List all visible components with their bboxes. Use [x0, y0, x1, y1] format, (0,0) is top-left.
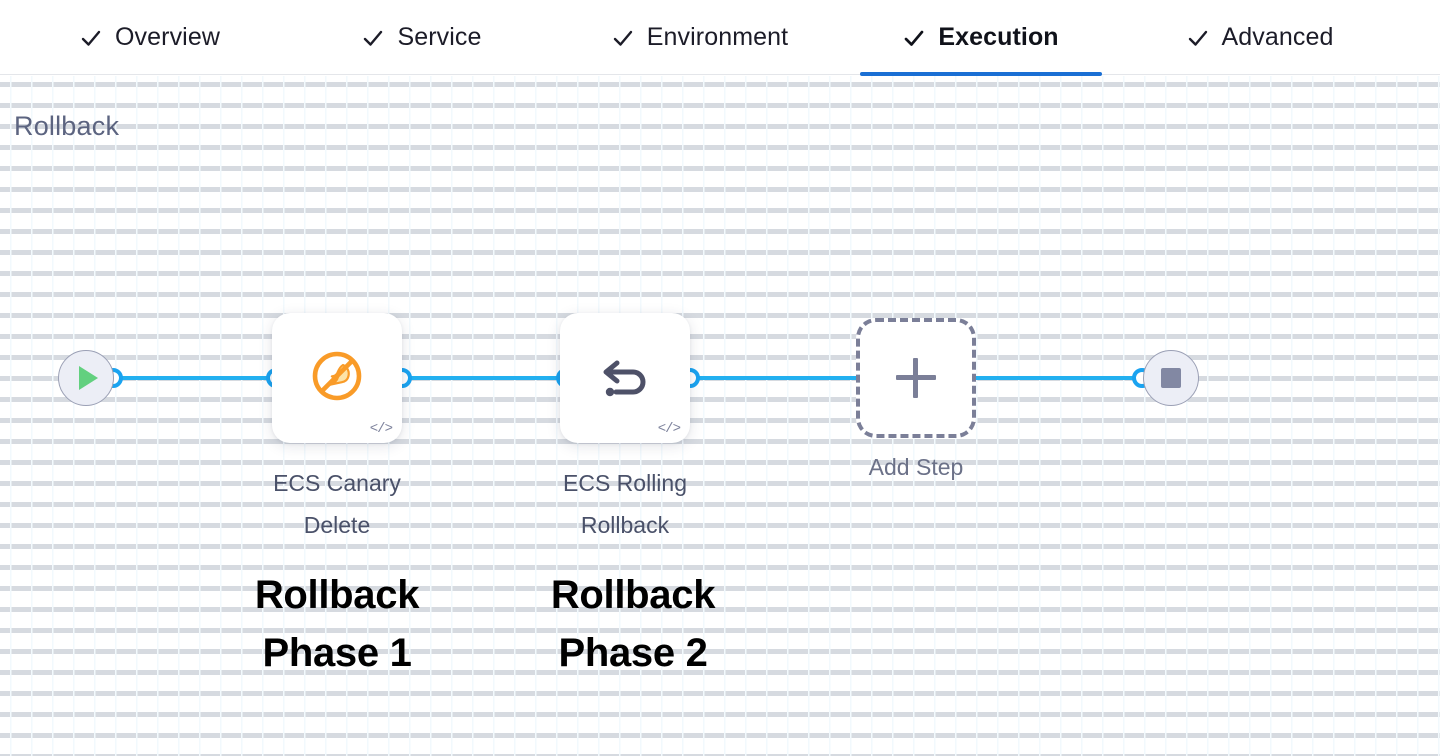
tab-service[interactable]: Service [322, 0, 522, 75]
tab-execution[interactable]: Execution [860, 0, 1102, 76]
code-badge-icon: </> [657, 421, 681, 437]
tab-active-underline [860, 72, 1102, 76]
step-label-line2: Delete [303, 512, 371, 538]
annotation-line1: Rollback [254, 573, 420, 617]
tab-label: Service [397, 23, 482, 51]
page-title: Rollback [14, 111, 120, 141]
pipeline-flow-graph: </> ECS Canary Delete Rollback Phase 1 <… [0, 76, 1440, 756]
tab-label: Advanced [1221, 23, 1334, 51]
annotation-line2: Phase 1 [262, 631, 412, 675]
edge-start-to-step1 [113, 376, 285, 380]
canary-delete-icon [309, 348, 365, 409]
tab-overview[interactable]: Overview [40, 0, 260, 75]
tab-environment[interactable]: Environment [580, 0, 820, 75]
add-step-label: Add Step [868, 454, 964, 480]
check-icon [1187, 27, 1209, 49]
tab-label: Overview [115, 23, 220, 51]
step-node-ecs-canary-delete[interactable]: </> [272, 313, 402, 443]
tab-label: Execution [938, 23, 1059, 51]
step-label-line2: Rollback [580, 512, 670, 538]
annotation-rollback-phase-2: Rollback Phase 2 [503, 566, 763, 682]
plus-icon [896, 358, 936, 398]
annotation-line1: Rollback [550, 573, 716, 617]
wizard-tab-bar: Overview Service Environment Execution A… [0, 0, 1440, 76]
end-node[interactable] [1143, 350, 1199, 406]
edge-step1-to-step2 [400, 376, 570, 380]
add-step-button[interactable] [856, 318, 976, 438]
code-badge-icon: </> [369, 421, 393, 437]
annotation-rollback-phase-1: Rollback Phase 1 [207, 566, 467, 682]
start-node[interactable] [58, 350, 114, 406]
step-label-line1: ECS Rolling [563, 470, 687, 496]
step-label-line1: ECS Canary [273, 470, 401, 496]
step-node-ecs-rolling-rollback[interactable]: </> [560, 313, 690, 443]
edge-addstep-to-end [976, 376, 1146, 380]
step-node-label-2: ECS Rolling Rollback [525, 462, 725, 546]
edge-step2-to-addstep [688, 376, 860, 380]
tab-label: Environment [646, 23, 789, 51]
annotation-line2: Phase 2 [558, 631, 708, 675]
check-icon [362, 27, 384, 49]
step-node-label-1: ECS Canary Delete [237, 462, 437, 546]
tab-advanced[interactable]: Advanced [1155, 0, 1365, 75]
play-icon [79, 366, 98, 390]
pipeline-canvas[interactable]: Rollback </> [0, 76, 1440, 756]
stop-icon [1161, 368, 1181, 388]
check-icon [80, 27, 102, 49]
check-icon [612, 27, 634, 49]
rollback-arrow-icon [596, 347, 654, 410]
check-icon [903, 27, 925, 49]
